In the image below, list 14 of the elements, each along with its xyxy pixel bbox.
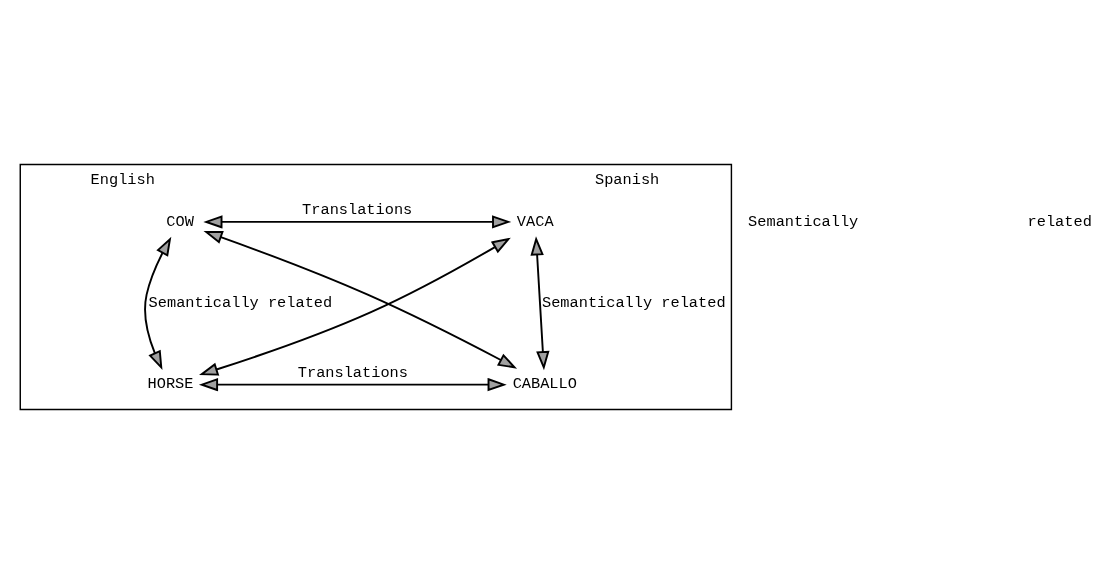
arrow <box>203 214 512 229</box>
edge-label: Translations <box>297 363 408 382</box>
arrow <box>198 377 507 391</box>
node-text: HORSE <box>147 374 194 393</box>
node-text: CABALLO <box>512 374 577 393</box>
label: related <box>1027 212 1092 231</box>
arrow <box>530 235 550 370</box>
arrow <box>144 236 172 370</box>
edge-label: Translations <box>302 200 413 219</box>
node-text: VACA <box>516 212 554 231</box>
label: Semantically <box>748 212 859 231</box>
node-text: COW <box>166 212 194 231</box>
edge-label: Semantically related <box>148 293 333 312</box>
edge-label: Semantically related <box>541 293 726 312</box>
